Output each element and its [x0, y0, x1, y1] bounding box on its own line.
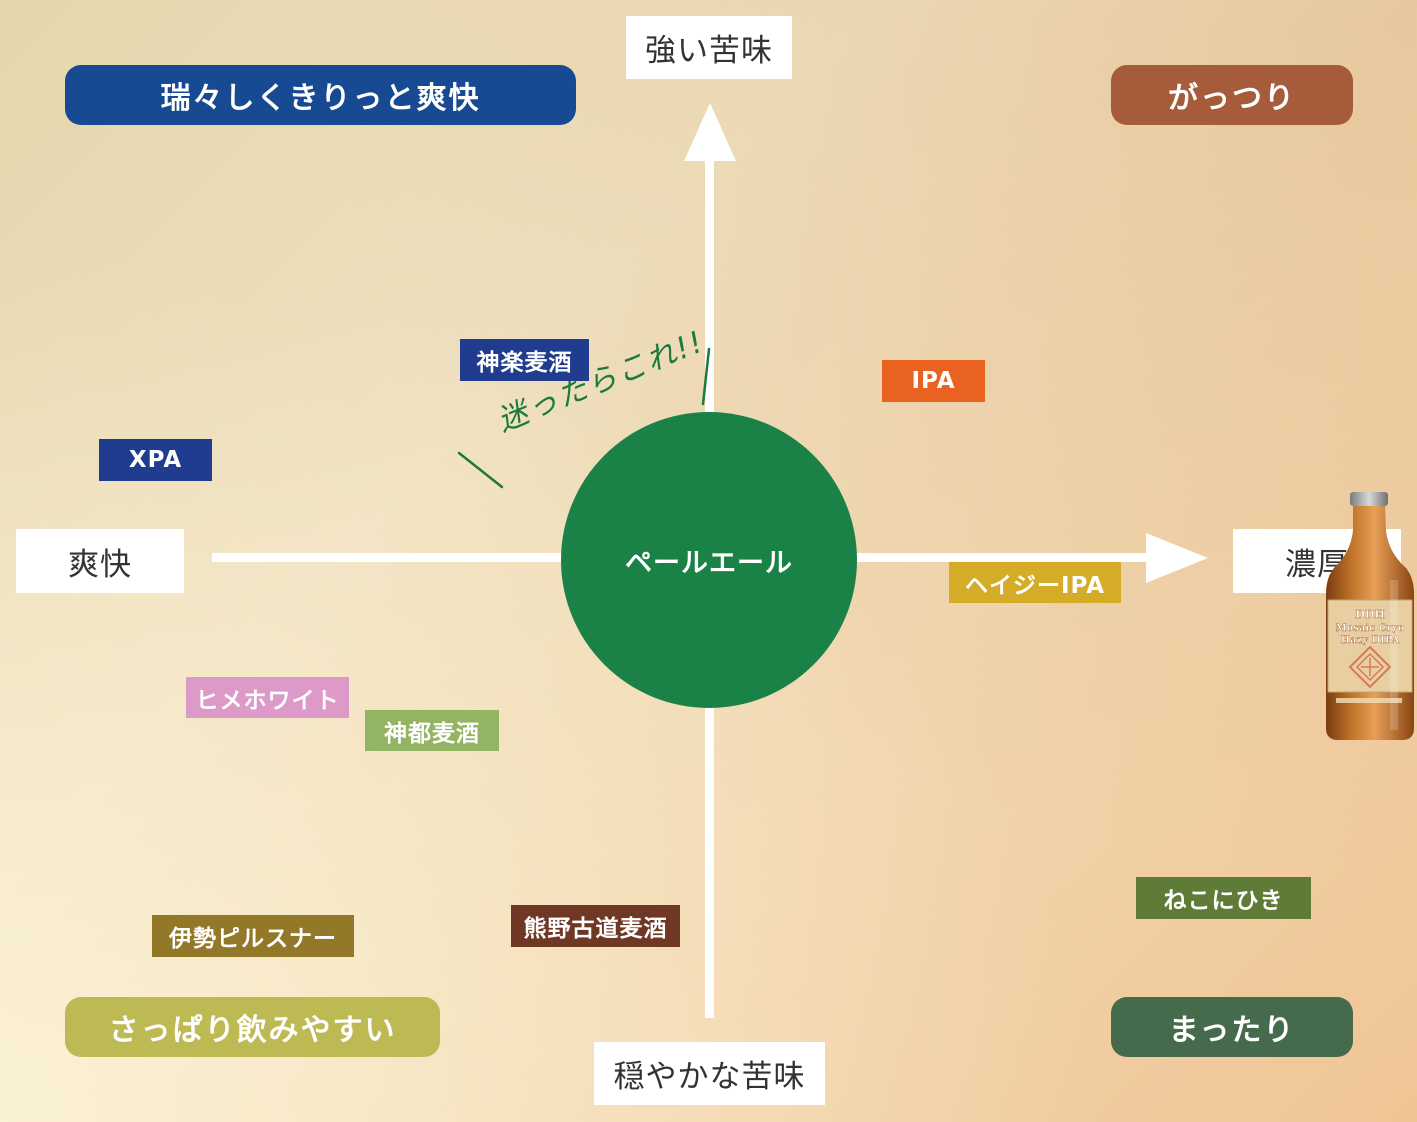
quadrant-top-left: 瑞々しくきりっと爽快 — [65, 65, 576, 125]
axis-label-bottom: 穏やかな苦味 — [594, 1042, 825, 1105]
center-circle: ペールエール — [561, 412, 857, 708]
bottle-label-line-2: Mosaic Cryo — [1336, 623, 1405, 634]
beer-tag-ise-pilsner: 伊勢ピルスナー — [152, 915, 354, 957]
quadrant-top-right: がっつり — [1111, 65, 1353, 125]
beer-tag-nekonihiki: ねこにひき — [1136, 877, 1311, 919]
bottle-label-line-3: Hazy DIPA — [1341, 635, 1400, 646]
callout-right-stroke — [701, 347, 711, 406]
beer-tag-kagura: 神楽麦酒 — [460, 339, 589, 381]
bottle-label-line-1: DDH — [1355, 608, 1384, 621]
beer-tag-ipa: IPA — [882, 360, 985, 402]
beer-tag-kamito: 神都麦酒 — [365, 710, 499, 751]
quadrant-bottom-right: まったり — [1111, 997, 1353, 1057]
bottle-emblem — [1348, 645, 1392, 689]
arrow-right-icon — [1146, 533, 1208, 583]
beer-bottle-icon: DDH Mosaic Cryo Hazy DIPA — [1326, 492, 1414, 740]
axis-label-left: 爽快 — [16, 529, 184, 593]
callout-left-stroke — [457, 451, 504, 489]
beer-tag-hazy-ipa: ヘイジーIPA — [949, 562, 1121, 603]
arrow-up-icon — [684, 103, 736, 161]
quadrant-bottom-left: さっぱり飲みやすい — [65, 997, 440, 1057]
center-label: ペールエール — [625, 547, 793, 579]
beer-tag-hime-white: ヒメホワイト — [186, 677, 349, 718]
beer-tag-kumano: 熊野古道麦酒 — [511, 905, 680, 947]
axis-label-top: 強い苦味 — [626, 16, 792, 79]
beer-tag-xpa: XPA — [99, 439, 212, 481]
